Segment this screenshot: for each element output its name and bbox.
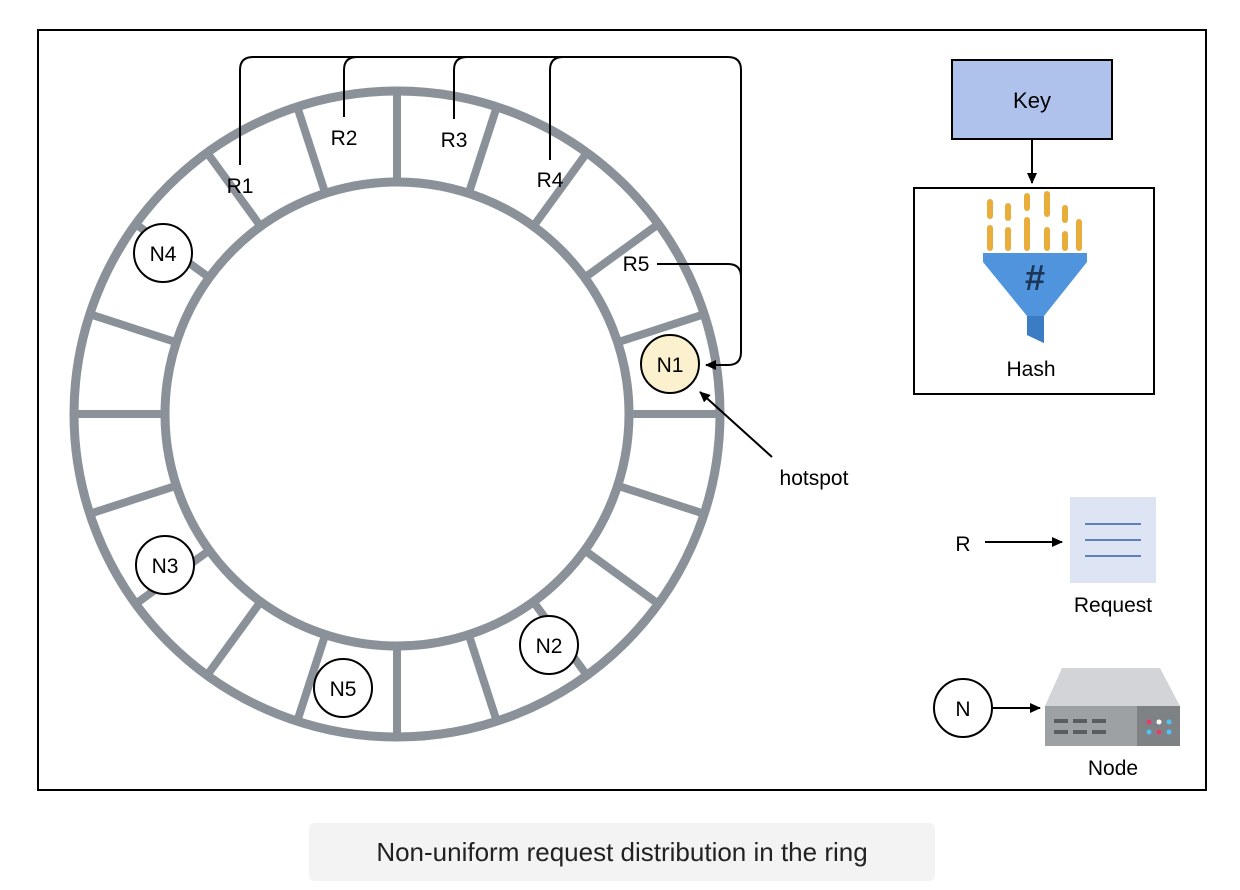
request-legend-label: Request: [1074, 594, 1152, 617]
hotspot-arrow: [699, 391, 773, 458]
node-n5[interactable]: N5: [313, 658, 373, 718]
node-circle: [519, 615, 579, 675]
ring-divider: [582, 547, 661, 608]
ring-divider: [530, 150, 591, 229]
request-label-r2: R2: [331, 127, 358, 150]
node-legend-circle: [933, 678, 993, 738]
server-icon: [1045, 668, 1180, 746]
request-label-r3: R3: [441, 129, 468, 152]
node-label: N4: [150, 243, 177, 266]
ring-divider: [203, 599, 264, 678]
connector-r4: [549, 56, 564, 160]
diagram-frame: [37, 29, 1207, 791]
node-label: N5: [330, 678, 357, 701]
request-short-label: R: [955, 533, 970, 556]
node-n1[interactable]: N1: [640, 334, 700, 394]
node-circle: [313, 658, 373, 718]
legend-node: N Node: [933, 668, 1180, 780]
node-n2[interactable]: N2: [519, 615, 579, 675]
request-connectors: [239, 56, 742, 370]
node-circle: [640, 334, 700, 394]
hash-ring: [69, 86, 725, 742]
node-label: N2: [536, 635, 563, 658]
node-circle: [135, 535, 195, 595]
ring-divider: [464, 633, 501, 723]
ring-inner: [160, 177, 634, 651]
ring-divider: [616, 481, 706, 518]
request-label-r1: R1: [227, 175, 254, 198]
hotspot-label: hotspot: [780, 467, 849, 490]
ring-divider: [616, 310, 706, 347]
node-label: N1: [657, 354, 684, 377]
hash-label: Hash: [1006, 358, 1055, 381]
node-short-label: N: [955, 698, 970, 721]
connector-r2: [343, 56, 358, 117]
ring-divider: [464, 105, 501, 195]
connector-r1: [239, 56, 742, 370]
ring-divider: [293, 105, 330, 195]
node-n4[interactable]: N4: [133, 223, 193, 283]
ring-outer: [69, 86, 725, 742]
caption: Non-uniform request distribution in the …: [309, 823, 935, 881]
legend-request: R Request: [955, 497, 1156, 617]
key-box: [951, 59, 1113, 140]
request-label-r4: R4: [537, 169, 564, 192]
key-label: Key: [1013, 88, 1051, 113]
connector-r3: [453, 56, 468, 119]
ring-divider: [88, 310, 178, 347]
hash-funnel-icon: #: [983, 191, 1087, 343]
node-n3[interactable]: N3: [135, 535, 195, 595]
hash-symbol: #: [1025, 257, 1045, 298]
node-label: N3: [152, 555, 179, 578]
legend-key-hash: Key # Hash: [913, 59, 1155, 395]
node-legend-label: Node: [1088, 757, 1138, 780]
ring-divider: [88, 481, 178, 518]
ring-divider: [293, 633, 330, 723]
request-label-r5: R5: [623, 253, 650, 276]
ring-divider: [203, 150, 264, 229]
connector-r5: [657, 263, 742, 278]
ring-divider: [582, 220, 661, 281]
node-circle: [133, 223, 193, 283]
